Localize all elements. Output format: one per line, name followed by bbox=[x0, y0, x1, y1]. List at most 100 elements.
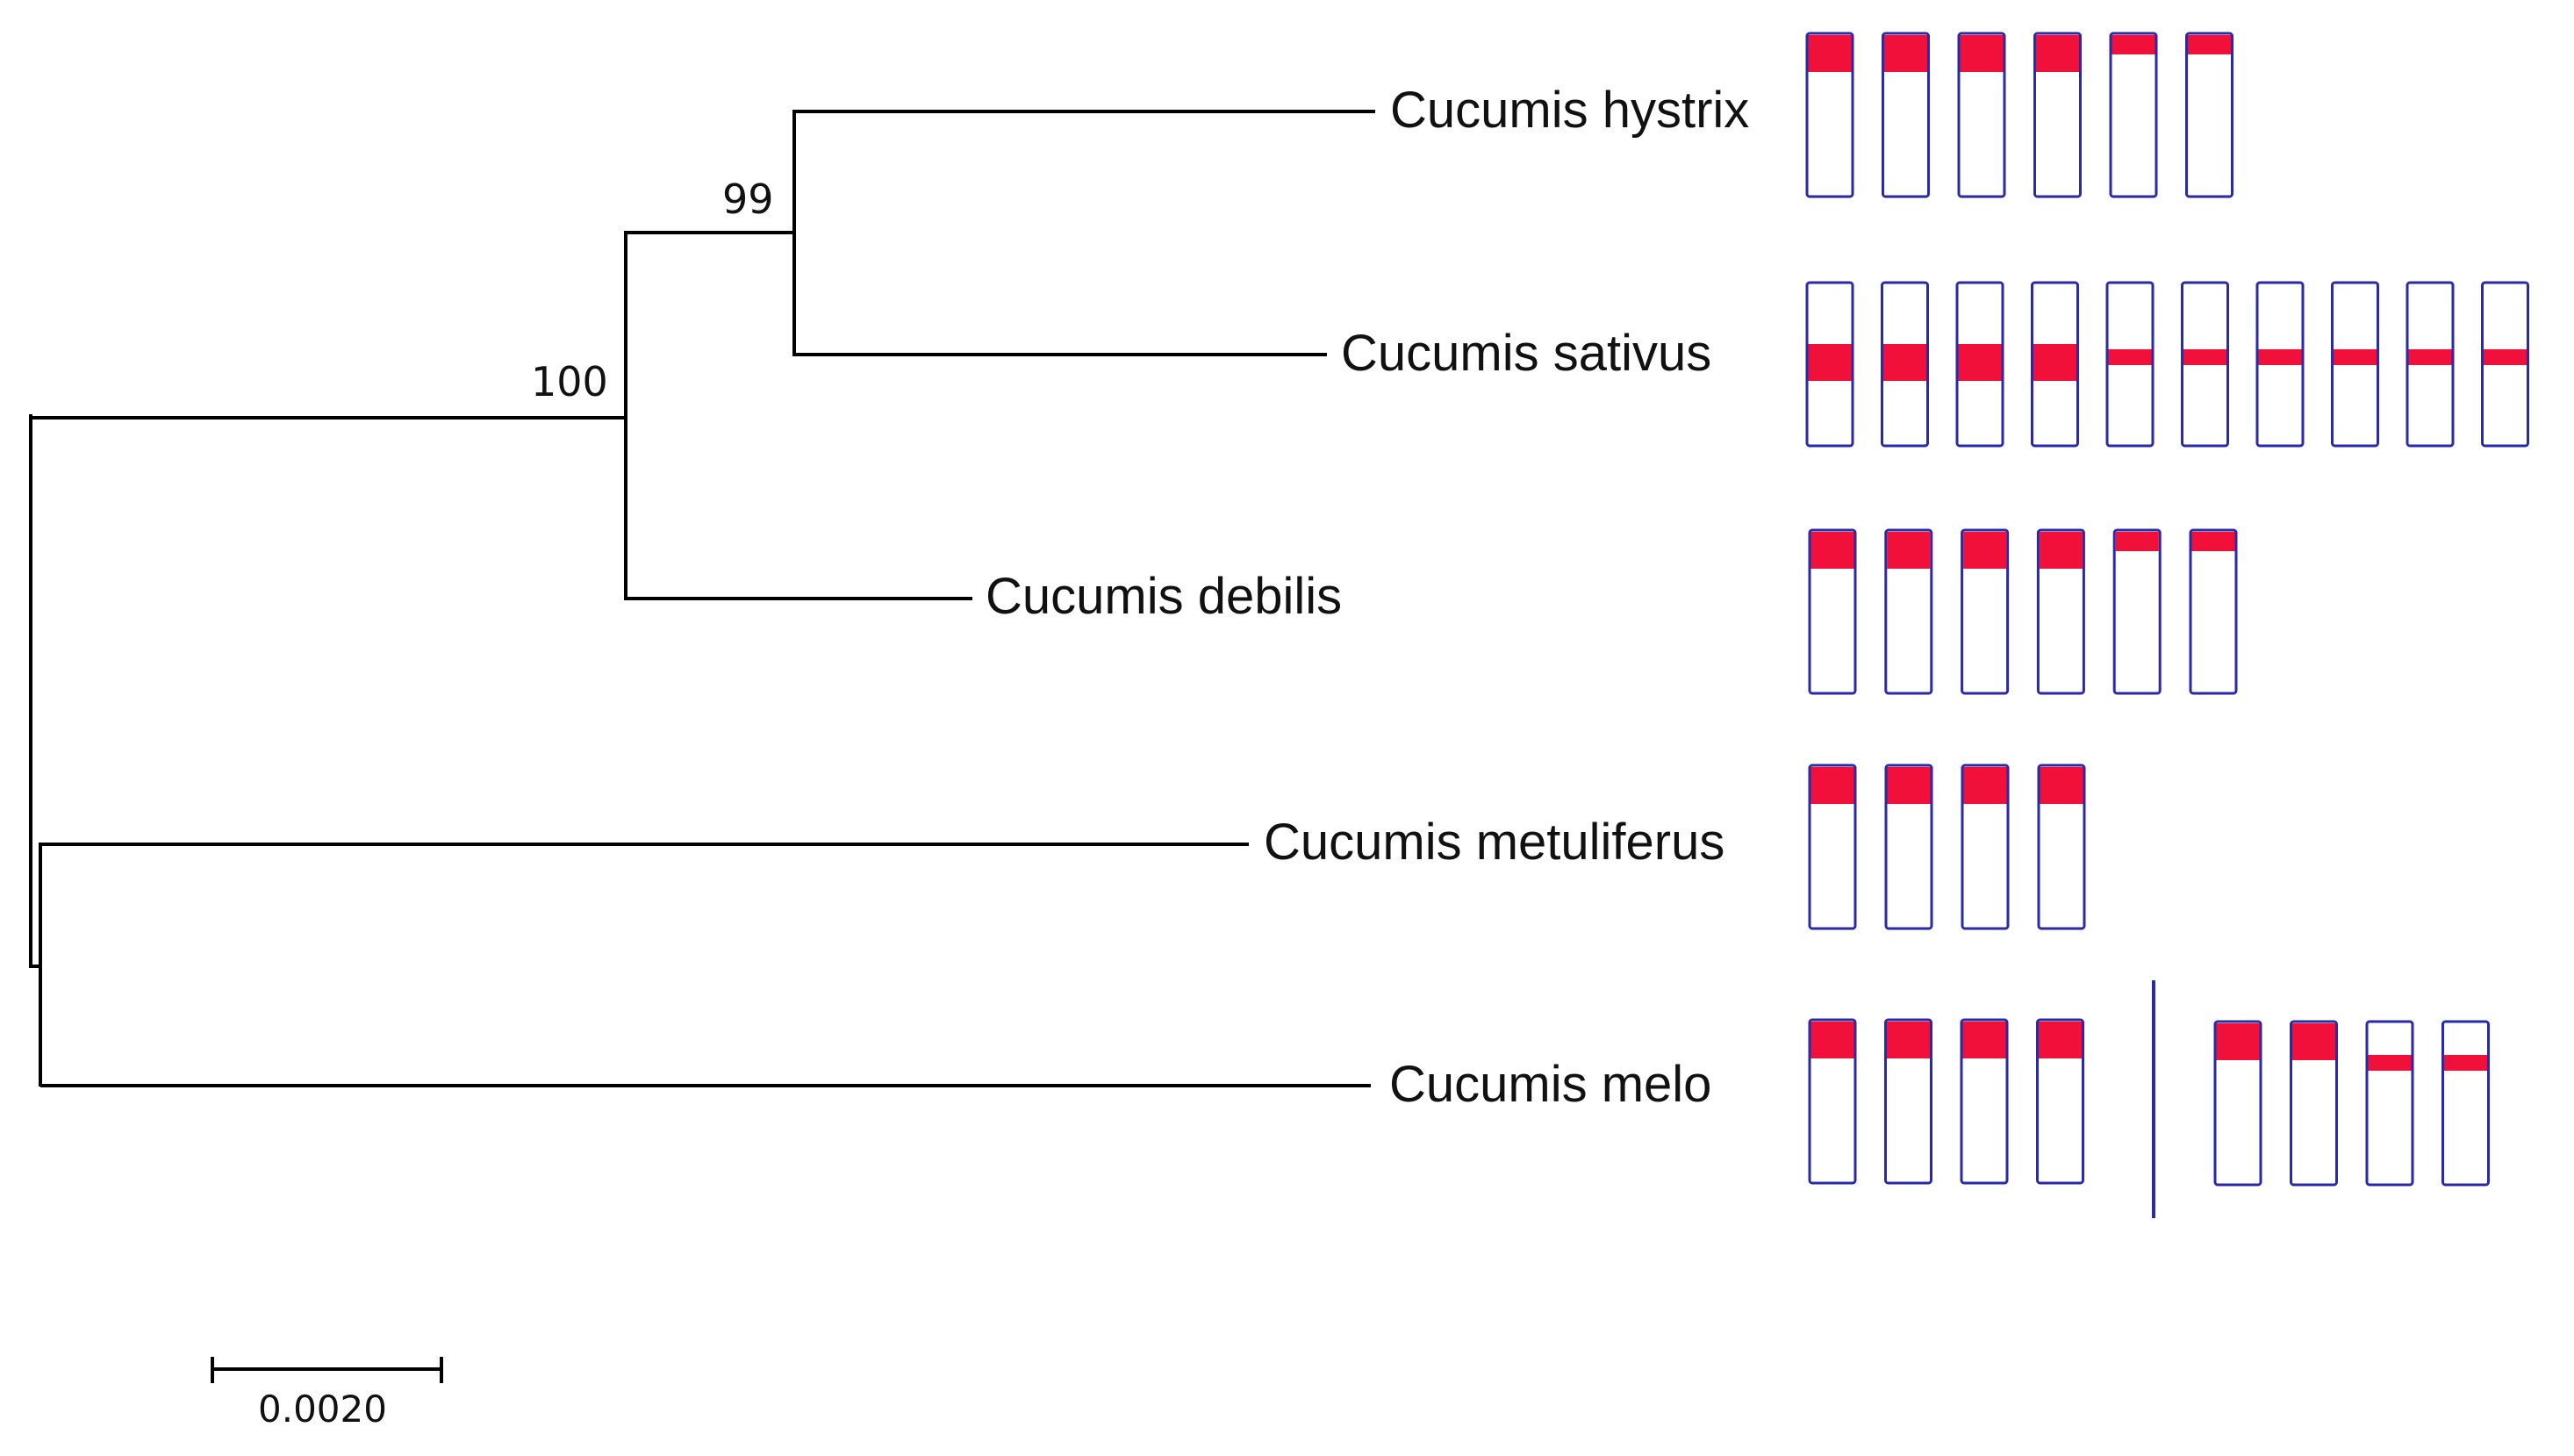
chromosome-outline bbox=[2365, 1020, 2414, 1187]
chromosome-outline bbox=[2033, 32, 2082, 198]
chromosome bbox=[2255, 281, 2305, 448]
chromosome-outline bbox=[2189, 528, 2238, 695]
chromosome-outline bbox=[1808, 528, 1857, 695]
chromosome bbox=[1884, 1018, 1932, 1185]
chromosome bbox=[1805, 281, 1854, 448]
fish-signal bbox=[2036, 35, 2079, 72]
chromosome bbox=[2213, 1020, 2262, 1187]
chromosome-outline bbox=[1884, 528, 1933, 695]
chromosome-set-debilis bbox=[1808, 528, 2238, 695]
scale-bar-label: 0.0020 bbox=[258, 1388, 387, 1431]
chromosome-outline bbox=[2441, 1020, 2490, 1187]
chromosome bbox=[1805, 32, 1854, 198]
chromosome-outline bbox=[1961, 528, 2010, 695]
chromosome bbox=[1884, 528, 1933, 695]
fish-signal bbox=[2368, 1055, 2412, 1071]
chromosome-outline bbox=[1882, 32, 1930, 198]
fish-signal bbox=[1808, 35, 1852, 72]
fish-signal bbox=[1887, 532, 1931, 569]
chromosome-outline bbox=[2213, 1020, 2262, 1187]
chromosome-outline bbox=[2036, 528, 2085, 695]
fish-signal bbox=[1960, 35, 2004, 72]
chromosome-outline bbox=[1884, 764, 1933, 930]
fish-signal bbox=[1810, 1022, 1854, 1058]
chromosome-set-hystrix bbox=[1805, 32, 2233, 198]
fish-signal bbox=[2191, 532, 2235, 551]
chromosome bbox=[2033, 32, 2082, 198]
support-value-99: 99 bbox=[722, 176, 774, 223]
fish-signal bbox=[1810, 532, 1854, 569]
chromosome-set-sativus bbox=[1805, 281, 2529, 448]
chromosome bbox=[2331, 281, 2379, 448]
chromosome bbox=[2189, 528, 2238, 695]
chromosome bbox=[1808, 528, 1857, 695]
chromosome-outline bbox=[2290, 1020, 2338, 1187]
fish-signal bbox=[2112, 35, 2155, 54]
fish-signal bbox=[2033, 344, 2076, 381]
chromosome bbox=[1961, 528, 2010, 695]
chromosome bbox=[1884, 764, 1933, 930]
chromosome bbox=[1960, 1018, 2009, 1185]
chromosome bbox=[2181, 281, 2229, 448]
fish-signal bbox=[2408, 349, 2452, 365]
taxon-label-metuliferus: Cucumis metuliferus bbox=[1264, 814, 1724, 871]
fish-signal bbox=[1963, 532, 2007, 569]
chromosome-outline bbox=[2185, 32, 2233, 198]
fish-signal bbox=[1883, 344, 1926, 381]
chromosome-outline bbox=[1957, 32, 2006, 198]
fish-signal bbox=[2444, 1055, 2487, 1071]
scale-bar: 0.0020 bbox=[211, 1357, 443, 1431]
fish-signal bbox=[1962, 1022, 2006, 1058]
fish-signal bbox=[2292, 1023, 2335, 1060]
chromosome bbox=[2036, 1018, 2084, 1185]
chromosome-outline bbox=[1961, 764, 2010, 930]
chromosome-set-metuliferus bbox=[1808, 764, 2086, 930]
taxon-label-sativus: Cucumis sativus bbox=[1341, 325, 1711, 382]
fish-signal bbox=[1887, 1022, 1930, 1058]
chromosome bbox=[2406, 281, 2455, 448]
chromosome-outline bbox=[2109, 32, 2158, 198]
fish-signal bbox=[2039, 532, 2083, 569]
chromosome-outline bbox=[1884, 1018, 1932, 1185]
fish-signal bbox=[2183, 349, 2226, 365]
fish-signal bbox=[2334, 349, 2377, 365]
chromosome-set-melo-group-2 bbox=[2213, 1020, 2490, 1187]
chromosome bbox=[1882, 32, 1930, 198]
chromosome bbox=[2037, 764, 2086, 930]
chromosome bbox=[1961, 764, 2010, 930]
fish-signal bbox=[2216, 1023, 2260, 1060]
chromosome-outline bbox=[1960, 1018, 2009, 1185]
chromosome bbox=[1808, 764, 1857, 930]
chromosome bbox=[2481, 281, 2529, 448]
chromosome bbox=[1957, 32, 2006, 198]
fish-signal bbox=[1884, 35, 1927, 72]
taxon-label-melo: Cucumis melo bbox=[1389, 1056, 1711, 1113]
fish-signal bbox=[1887, 767, 1931, 804]
fish-signal bbox=[2258, 349, 2302, 365]
chromosome bbox=[1808, 1018, 1857, 1185]
chromosome-set-melo-group-1 bbox=[1808, 1018, 2084, 1185]
chromosome bbox=[2031, 281, 2079, 448]
chromosome-outline bbox=[2037, 764, 2086, 930]
chromosome bbox=[2441, 1020, 2490, 1187]
chromosome bbox=[2185, 32, 2233, 198]
fish-signal bbox=[1808, 344, 1852, 381]
chromosome-outline bbox=[1808, 764, 1857, 930]
phylogenetic-tree bbox=[29, 110, 1375, 1087]
fish-signal bbox=[2040, 767, 2083, 804]
chromosome bbox=[2290, 1020, 2338, 1187]
chromosome bbox=[2036, 528, 2085, 695]
fish-signal bbox=[1810, 767, 1854, 804]
chromosome bbox=[1955, 281, 2004, 448]
fish-signal bbox=[2039, 1022, 2082, 1058]
fish-signal bbox=[1963, 767, 2007, 804]
fish-signal bbox=[2484, 349, 2527, 365]
chromosome bbox=[2112, 528, 2162, 695]
chromosome-outline bbox=[2036, 1018, 2084, 1185]
chromosome bbox=[2105, 281, 2155, 448]
fish-signal bbox=[2188, 35, 2231, 54]
support-value-100: 100 bbox=[531, 358, 608, 405]
chromosome bbox=[1881, 281, 1929, 448]
fish-signal bbox=[1958, 344, 2002, 381]
